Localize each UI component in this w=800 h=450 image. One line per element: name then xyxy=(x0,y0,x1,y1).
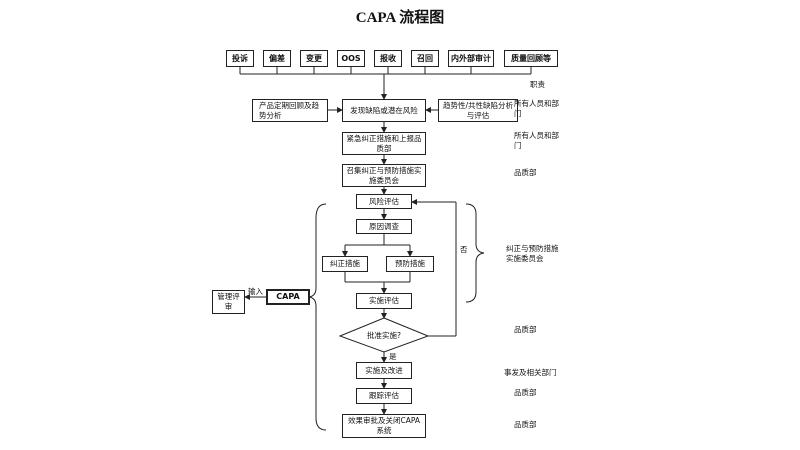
category-deviation: 偏差 xyxy=(263,50,291,67)
role-qa-1: 品质部 xyxy=(514,168,537,177)
approve-decision-shape xyxy=(338,317,430,353)
category-oos: OOS xyxy=(337,50,365,67)
no-label: 否 xyxy=(460,245,468,254)
role-committee: 纠正与预防措施实施委员会 xyxy=(506,244,559,263)
preventive-action-box: 预防措施 xyxy=(386,256,434,272)
risk-assessment-box: 风险评估 xyxy=(356,194,412,209)
category-recall: 召回 xyxy=(411,50,439,67)
defect-discovery-box: 发现缺陷或潜在风险 xyxy=(342,99,426,122)
convene-committee-box: 召集纠正与预防措施实施委员会 xyxy=(342,164,426,187)
close-capa-box: 效果审批及关闭CAPA系统 xyxy=(342,414,426,438)
yes-label: 是 xyxy=(389,352,397,361)
periodic-review-box: 产品定期回顾及趋势分析 xyxy=(252,99,328,122)
role-header: 职责 xyxy=(530,80,545,89)
root-cause-box: 原因调查 xyxy=(356,219,412,234)
category-audit: 内外部审计 xyxy=(448,50,494,67)
category-change: 变更 xyxy=(300,50,328,67)
role-qa-2: 品质部 xyxy=(514,325,537,334)
category-complaint: 投诉 xyxy=(226,50,254,67)
role-all-staff-2: 所有人员和部门 xyxy=(514,131,559,150)
management-review-box: 管理评审 xyxy=(212,290,245,314)
role-dept: 事发及相关部门 xyxy=(504,368,557,377)
approve-decision-label: 批准实施? xyxy=(367,330,401,340)
role-all-staff-1: 所有人员和部门 xyxy=(514,99,559,118)
tracking-eval-box: 跟踪评估 xyxy=(356,388,412,404)
urgent-correction-box: 紧急纠正措施和上报品质部 xyxy=(342,132,426,155)
corrective-action-box: 纠正措施 xyxy=(322,256,368,272)
page-title: CAPA 流程图 xyxy=(355,10,445,26)
category-return: 报收 xyxy=(374,50,402,67)
role-qa-3: 品质部 xyxy=(514,388,537,397)
trend-analysis-box: 趋势性/共性缺陷分析与评估 xyxy=(438,99,518,122)
category-quality-review: 质量回顾等 xyxy=(504,50,558,67)
implement-improve-box: 实施及改进 xyxy=(356,362,412,379)
capa-box: CAPA xyxy=(266,289,310,305)
role-qa-4: 品质部 xyxy=(514,420,537,429)
input-label: 输入 xyxy=(248,287,263,296)
implementation-eval-box: 实施评估 xyxy=(356,293,412,309)
